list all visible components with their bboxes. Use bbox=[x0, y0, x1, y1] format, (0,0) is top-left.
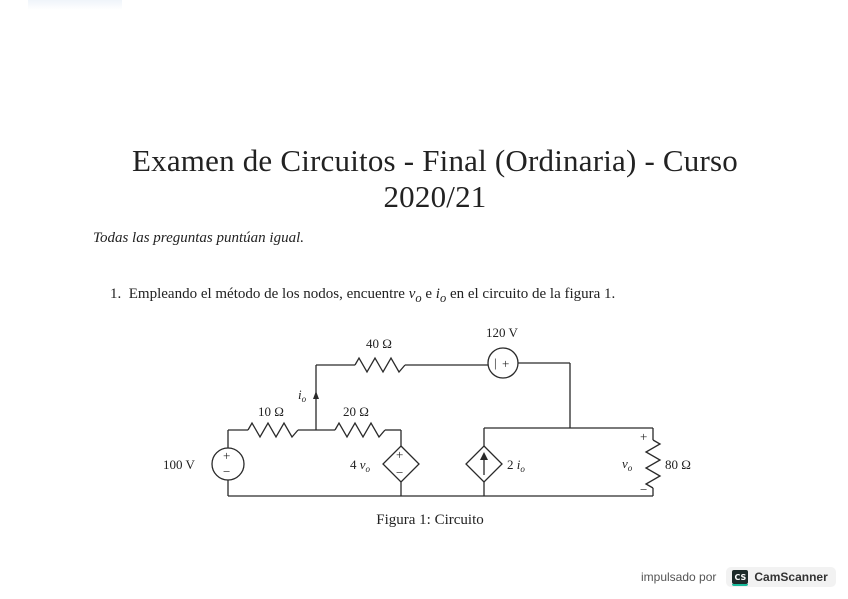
var-vo-sub: o bbox=[415, 291, 422, 305]
question-text-end: en el circuito de la figura 1. bbox=[446, 286, 616, 302]
page-title: Examen de Circuitos - Final (Ordinaria) … bbox=[100, 143, 770, 215]
current-arrow-icon bbox=[480, 452, 488, 460]
title-line-1: Examen de Circuitos - Final (Ordinaria) … bbox=[132, 143, 738, 178]
io-arrow-icon bbox=[313, 391, 319, 399]
label-4vo: 4 vo bbox=[350, 457, 371, 474]
label-vo: vo bbox=[622, 456, 633, 473]
label-120v: 120 V bbox=[486, 325, 519, 340]
resistor-40-ohm bbox=[354, 356, 406, 374]
label-80-ohm: 80 Ω bbox=[665, 457, 691, 472]
scan-artifact bbox=[28, 0, 122, 10]
resistor-80-ohm bbox=[644, 439, 662, 489]
minus-sign: − bbox=[396, 465, 403, 480]
wires bbox=[227, 362, 654, 497]
plus-sign: + bbox=[502, 356, 509, 371]
question-1: 1. Empleando el método de los nodos, enc… bbox=[110, 286, 615, 306]
powered-by-text: impulsado por bbox=[641, 570, 717, 584]
minus-sign: − bbox=[223, 464, 230, 479]
label-20-ohm: 20 Ω bbox=[343, 404, 369, 419]
var-vo: v bbox=[408, 286, 416, 302]
label-100v: 100 V bbox=[163, 457, 196, 472]
plus-sign: + bbox=[396, 447, 403, 462]
plus-sign: + bbox=[223, 448, 230, 463]
label-40-ohm: 40 Ω bbox=[366, 336, 392, 351]
var-io-sub: o bbox=[439, 291, 447, 305]
figure-caption: Figura 1: Circuito bbox=[376, 512, 484, 528]
vo-minus-sign: − bbox=[640, 482, 647, 497]
voltage-source-100v bbox=[211, 447, 245, 481]
label-io: io bbox=[298, 387, 307, 404]
label-10-ohm: 10 Ω bbox=[258, 404, 284, 419]
question-number: 1. bbox=[110, 286, 122, 302]
dependent-current-source bbox=[465, 445, 503, 483]
instructions-note: Todas las preguntas puntúan igual. bbox=[93, 230, 305, 246]
var-io: i bbox=[435, 286, 440, 302]
camscanner-watermark: impulsado por CS CamScanner bbox=[641, 566, 836, 588]
resistor-20-ohm bbox=[334, 421, 386, 439]
camscanner-logo-icon: CS bbox=[732, 570, 749, 586]
title-line-2: 2020/21 bbox=[383, 179, 487, 214]
voltage-source-120v bbox=[487, 347, 519, 379]
label-2io: 2 io bbox=[507, 457, 525, 474]
resistor-10-ohm bbox=[247, 421, 299, 439]
camscanner-brand: CamScanner bbox=[754, 570, 828, 584]
minus-sign: | bbox=[494, 355, 497, 370]
question-conj: e bbox=[421, 286, 436, 302]
dependent-voltage-source bbox=[382, 445, 420, 483]
camscanner-badge[interactable]: CS CamScanner bbox=[726, 567, 836, 587]
vo-plus-sign: + bbox=[640, 429, 647, 444]
question-text: Empleando el método de los nodos, encuen… bbox=[128, 286, 409, 302]
